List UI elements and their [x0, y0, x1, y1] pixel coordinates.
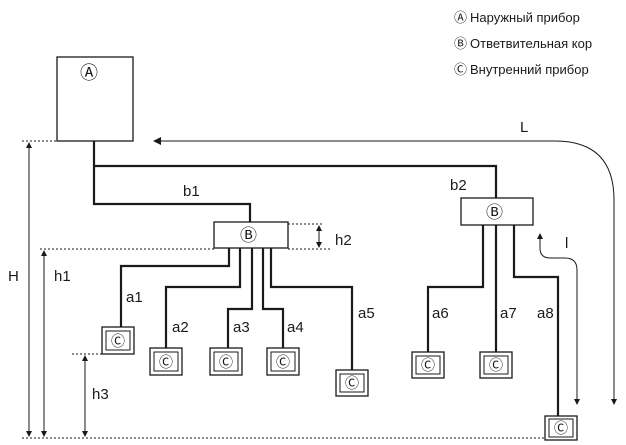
branch-box-2-symbol: Ⓑ: [486, 203, 503, 223]
label-a7: a7: [500, 305, 517, 322]
branch-box-1-symbol: Ⓑ: [240, 226, 257, 246]
label-a1: a1: [126, 289, 143, 306]
label-h2: h2: [335, 232, 352, 249]
legend-text-outdoor: Наружный прибор: [470, 10, 580, 25]
label-h3: h3: [92, 386, 109, 403]
indoor-unit-a3: Ⓒ: [209, 347, 243, 376]
dimension-h3: h3: [82, 355, 109, 437]
svg-text:Ⓒ: Ⓒ: [159, 355, 173, 371]
legend-symbol-c: Ⓒ: [454, 63, 467, 78]
svg-text:Ⓒ: Ⓒ: [489, 358, 503, 374]
indoor-unit-a2: Ⓒ: [149, 347, 183, 376]
label-l: l: [565, 235, 568, 252]
dimension-L: L: [153, 119, 617, 405]
svg-text:Ⓒ: Ⓒ: [219, 355, 233, 371]
label-a6: a6: [432, 305, 449, 322]
legend-symbol-a: Ⓐ: [454, 11, 467, 26]
outdoor-unit: Ⓐ: [56, 56, 134, 142]
branch-box-1: Ⓑ: [213, 221, 289, 249]
branch-box-2: Ⓑ: [460, 197, 534, 226]
dimension-l: l: [537, 233, 580, 405]
svg-text:Ⓒ: Ⓒ: [554, 421, 568, 437]
indoor-unit-a8: Ⓒ: [544, 415, 578, 441]
label-h1: h1: [54, 268, 71, 285]
label-b1: b1: [183, 183, 200, 200]
legend-text-indoor: Внутренний прибор: [470, 62, 589, 77]
indoor-unit-a7: Ⓒ: [479, 351, 513, 379]
label-a5: a5: [358, 305, 375, 322]
label-L: L: [520, 119, 528, 136]
label-a4: a4: [287, 319, 304, 336]
dimension-h1: h1: [41, 250, 71, 437]
dimension-h2: h2: [316, 225, 352, 249]
svg-text:Ⓒ: Ⓒ: [421, 358, 435, 374]
main-pipes: [92, 141, 498, 222]
indoor-units: Ⓒ Ⓒ Ⓒ Ⓒ Ⓒ Ⓒ Ⓒ: [101, 326, 578, 441]
svg-text:Ⓒ: Ⓒ: [345, 376, 359, 392]
dimension-H: H: [8, 142, 32, 437]
label-a2: a2: [172, 319, 189, 336]
legend-symbol-b: Ⓑ: [454, 37, 467, 52]
legend-text-branch: Ответвительная кор: [470, 36, 592, 51]
svg-text:Ⓒ: Ⓒ: [111, 334, 125, 350]
indoor-unit-a1: Ⓒ: [101, 326, 135, 355]
label-H: H: [8, 268, 19, 285]
label-a3: a3: [233, 319, 250, 336]
label-a8: a8: [537, 305, 554, 322]
indoor-unit-a6: Ⓒ: [411, 351, 445, 379]
label-b2: b2: [450, 177, 467, 194]
legend: Ⓐ Наружный прибор Ⓑ Ответвительная кор Ⓒ…: [454, 10, 592, 78]
indoor-unit-a4: Ⓒ: [266, 347, 300, 376]
svg-text:Ⓒ: Ⓒ: [276, 355, 290, 371]
outdoor-unit-symbol: Ⓐ: [80, 63, 98, 84]
indoor-unit-a5: Ⓒ: [335, 369, 369, 397]
